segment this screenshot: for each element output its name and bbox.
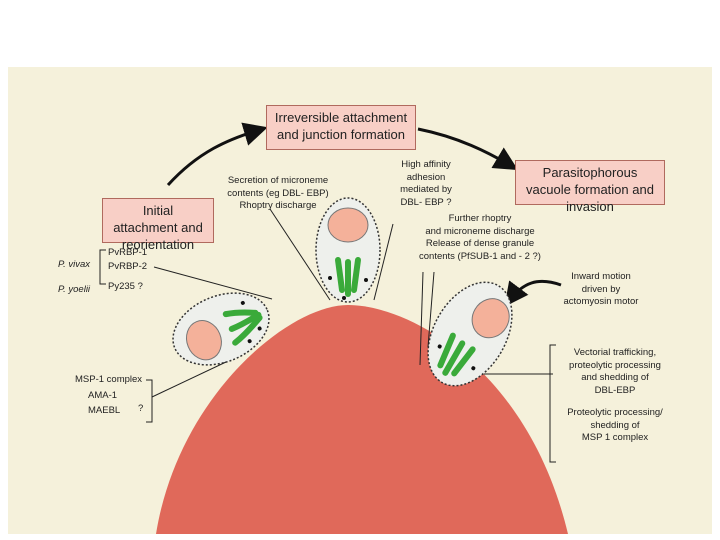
processing-line-6: shedding of — [560, 420, 670, 433]
label-adhesion: High affinity adhesion mediated by DBL- … — [386, 159, 466, 209]
surface-msp1: MSP-1 complex — [75, 374, 142, 387]
adhesion-line-1: High affinity — [386, 159, 466, 172]
species-yoelii: P. yoelii — [58, 284, 90, 297]
adhesion-line-2: adhesion — [386, 172, 466, 185]
granule-line-2: and microneme discharge — [418, 226, 542, 239]
surface-ama1: AMA-1 — [88, 390, 117, 403]
label-secretion: Secretion of microneme contents (eg DBL-… — [208, 175, 348, 213]
stage-box-initial: Initial attachment and reorientation — [102, 198, 214, 243]
motion-line-1: Inward motion — [556, 271, 646, 284]
species-vivax: P. vivax — [58, 259, 90, 272]
ligand-rbp1: PvRBP-1 — [108, 247, 147, 260]
granule-line-3: Release of dense granule — [418, 238, 542, 251]
surface-question: ? — [138, 403, 143, 416]
processing-bracket — [550, 345, 556, 462]
motion-line-3: actomyosin motor — [556, 296, 646, 309]
ligand-rbp2: PvRBP-2 — [108, 261, 147, 274]
secretion-line-1: Secretion of microneme — [208, 175, 348, 188]
diagram-panel: Initial attachment and reorientation Irr… — [8, 67, 712, 534]
adhesion-line-3: mediated by — [386, 184, 466, 197]
label-processing: Vectorial trafficking, proteolytic proce… — [560, 347, 670, 445]
adhesion-line-4: DBL- EBP ? — [386, 197, 466, 210]
label-motion: Inward motion driven by actomyosin motor — [556, 271, 646, 309]
surface-bracket — [146, 380, 152, 422]
processing-line-1: Vectorial trafficking, — [560, 347, 670, 360]
label-granule: Further rhoptry and microneme discharge … — [418, 213, 542, 263]
surface-maebl: MAEBL — [88, 405, 120, 418]
stage-box-vacuole: Parasitophorous vacuole formation and in… — [515, 160, 665, 205]
stage-initial-text: Initial attachment and reorientation — [113, 203, 203, 252]
secretion-line-2: contents (eg DBL- EBP) — [208, 188, 348, 201]
stage-irreversible-text: Irreversible attachment and junction for… — [275, 110, 407, 142]
stage-box-irreversible: Irreversible attachment and junction for… — [266, 105, 416, 150]
motion-line-2: driven by — [556, 284, 646, 297]
processing-line-7: MSP 1 complex — [560, 432, 670, 445]
merozoite-top — [316, 198, 380, 302]
ligand-bracket — [100, 250, 106, 284]
granule-line-4: contents (PfSUB-1 and - 2 ?) — [418, 251, 542, 264]
processing-line-5: Proteolytic processing/ — [560, 407, 670, 420]
processing-line-4: DBL-EBP — [560, 385, 670, 398]
granule-line-1: Further rhoptry — [418, 213, 542, 226]
processing-line-2: proteolytic processing — [560, 360, 670, 373]
processing-line-3: and shedding of — [560, 372, 670, 385]
arrow-inward-motion — [508, 281, 561, 302]
secretion-line-3: Rhoptry discharge — [208, 200, 348, 213]
ligand-py235: Py235 ? — [108, 281, 143, 294]
